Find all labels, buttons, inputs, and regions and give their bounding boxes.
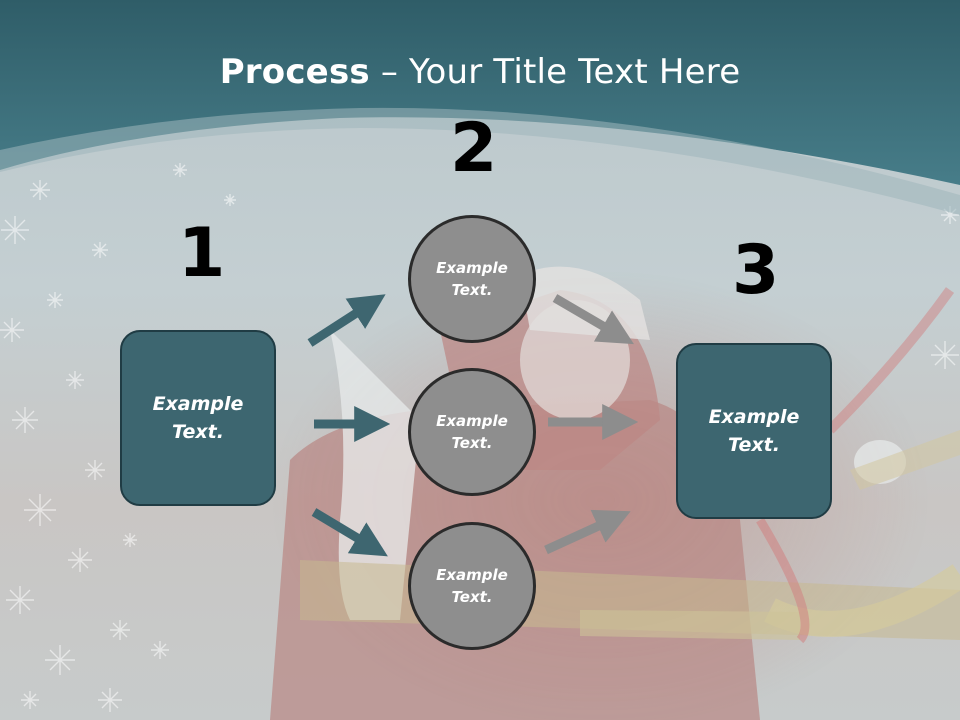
arrow-top-circle-to-box (552, 294, 634, 345)
step-number-2: 2 (450, 109, 498, 188)
title-bold: Process (219, 52, 370, 92)
step-number-1: 1 (178, 214, 226, 293)
middle-circle-text: Example Text. (436, 411, 508, 453)
slide-title: Process – Your Title Text Here (0, 52, 960, 92)
snowflake-pattern (0, 163, 959, 712)
left-box-text: Example Text. (152, 392, 244, 444)
right-box[interactable]: Example Text. (676, 343, 832, 519)
right-box-text: Example Text. (708, 405, 800, 457)
bottom-circle-text: Example Text. (436, 565, 508, 607)
arrow-box-to-bottom-circle (311, 508, 388, 557)
header-wave (0, 107, 960, 215)
arrow-bottom-circle-to-box (544, 509, 631, 555)
left-box[interactable]: Example Text. (120, 330, 276, 506)
top-circle-text: Example Text. (436, 258, 508, 300)
bottom-circle[interactable]: Example Text. (408, 522, 536, 650)
top-circle[interactable]: Example Text. (408, 215, 536, 343)
middle-circle[interactable]: Example Text. (408, 368, 536, 496)
header-band (0, 0, 960, 185)
arrow-box-to-top-circle (307, 294, 386, 347)
title-rest: – Your Title Text Here (369, 52, 741, 92)
step-number-3: 3 (732, 231, 780, 310)
